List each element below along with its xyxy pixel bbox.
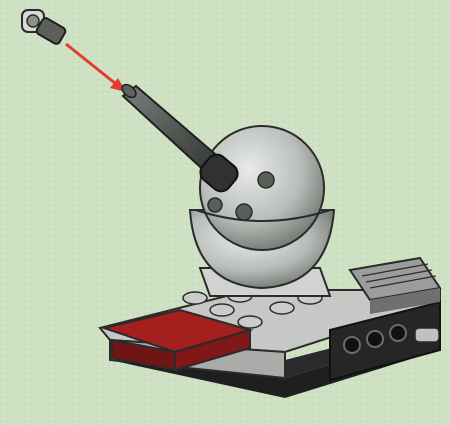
instruction-scene: [0, 0, 450, 425]
instruction-illustration: [0, 0, 450, 425]
